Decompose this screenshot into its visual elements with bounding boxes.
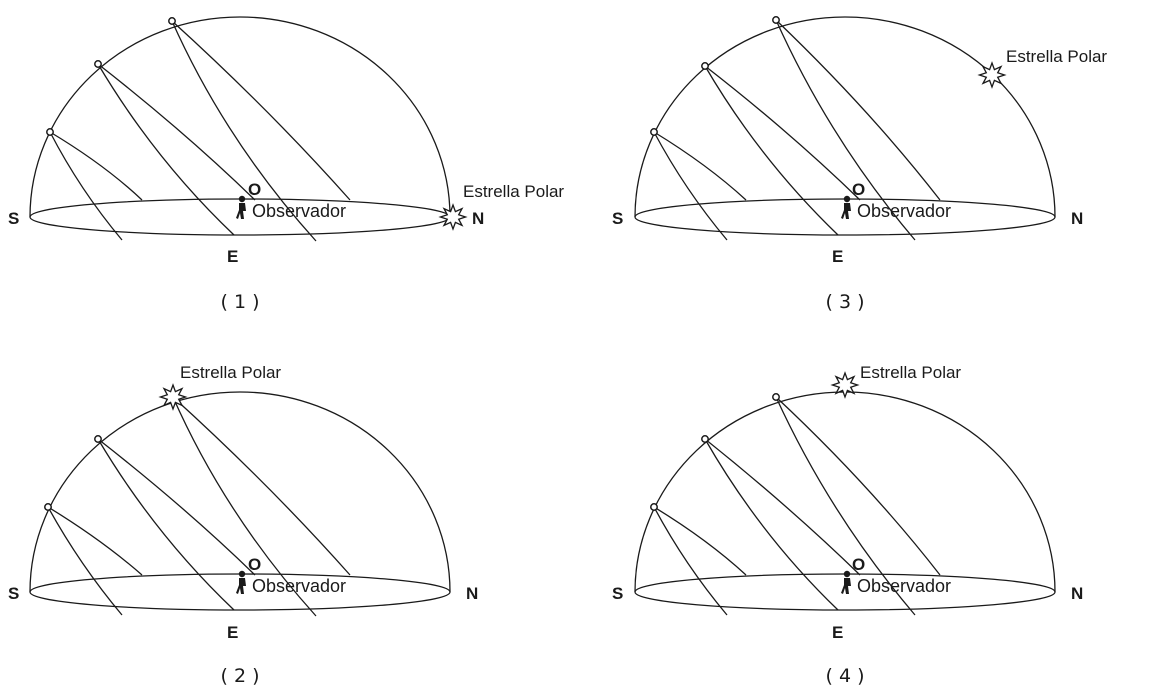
sun-path-1 (653, 131, 747, 201)
polar-star-icon (438, 203, 468, 231)
label-observer: Observador (857, 201, 951, 221)
sun-path-1 (49, 131, 143, 201)
sun-noon-point-mid (94, 60, 102, 68)
label-polar-star: Estrella Polar (463, 182, 564, 201)
caption: ( 4 ) (826, 665, 865, 687)
sun-noon-point-low (650, 503, 658, 511)
sun-path-6 (775, 396, 916, 616)
label-observer: Observador (857, 576, 951, 596)
observer-icon (841, 570, 851, 594)
label-polar-star: Estrella Polar (860, 363, 961, 382)
label-south: S (612, 209, 623, 228)
sun-path-2 (653, 131, 728, 241)
sun-path-3 (704, 65, 861, 201)
observer-icon (841, 195, 851, 219)
label-west: O (852, 180, 865, 199)
celestial-dome (634, 391, 1056, 593)
sun-noon-point-mid (701, 62, 709, 70)
caption: ( 3 ) (826, 291, 865, 313)
label-polar-star: Estrella Polar (1006, 47, 1107, 66)
sun-path-3 (704, 438, 861, 576)
sun-path-5 (775, 396, 941, 576)
sun-noon-point-mid (701, 435, 709, 443)
panel-2: S N E O Observador Estrella Polar ( 2 ) (8, 363, 478, 687)
label-east: E (227, 247, 238, 266)
label-north: N (1071, 584, 1083, 603)
panel-1: S N E O Observador Estrella Polar ( 1 ) (8, 16, 564, 313)
sun-path-2 (47, 506, 123, 616)
sun-noon-point-low (650, 128, 658, 136)
label-west: O (248, 555, 261, 574)
sun-path-1 (47, 506, 143, 576)
sun-path-5 (775, 19, 941, 201)
sun-path-4 (704, 65, 839, 236)
caption: ( 1 ) (221, 291, 260, 313)
sun-noon-point-low (44, 503, 52, 511)
panel-4: S N E O Observador Estrella Polar ( 4 ) (612, 363, 1083, 687)
label-east: E (832, 623, 843, 642)
label-north: N (466, 584, 478, 603)
label-south: S (8, 584, 19, 603)
sun-noon-point-low (46, 128, 54, 136)
sun-path-3 (97, 63, 256, 201)
sun-path-2 (49, 131, 123, 241)
polar-star-icon (830, 371, 860, 399)
sun-path-6 (172, 396, 317, 617)
label-observer: Observador (252, 576, 346, 596)
label-polar-star: Estrella Polar (180, 363, 281, 382)
label-south: S (612, 584, 623, 603)
label-south: S (8, 209, 19, 228)
sun-path-4 (704, 438, 839, 611)
label-north: N (1071, 209, 1083, 228)
label-east: E (832, 247, 843, 266)
sun-noon-point-mid (94, 435, 102, 443)
polar-star-icon (158, 383, 188, 411)
observer-icon (236, 195, 246, 219)
sun-path-5 (171, 20, 351, 201)
sun-path-6 (775, 19, 916, 241)
observer-icon (236, 570, 246, 594)
sun-noon-point-high (772, 16, 780, 24)
sun-noon-point-high (168, 17, 176, 25)
celestial-dome (29, 391, 451, 593)
label-west: O (852, 555, 865, 574)
polar-star-icon (977, 61, 1007, 89)
panel-3: S N E O Observador Estrella Polar ( 3 ) (612, 16, 1107, 313)
sun-noon-point-high (772, 393, 780, 401)
caption: ( 2 ) (221, 665, 260, 687)
sun-path-4 (97, 63, 235, 236)
label-east: E (227, 623, 238, 642)
celestial-dome (634, 16, 1056, 218)
label-observer: Observador (252, 201, 346, 221)
celestial-dome (29, 16, 451, 218)
label-west: O (248, 180, 261, 199)
sun-path-1 (653, 506, 747, 576)
sun-path-6 (171, 20, 317, 242)
sun-path-5 (172, 396, 351, 576)
sun-path-2 (653, 506, 728, 616)
sun-path-3 (97, 438, 256, 576)
label-north: N (472, 209, 484, 228)
sun-path-4 (97, 438, 235, 611)
